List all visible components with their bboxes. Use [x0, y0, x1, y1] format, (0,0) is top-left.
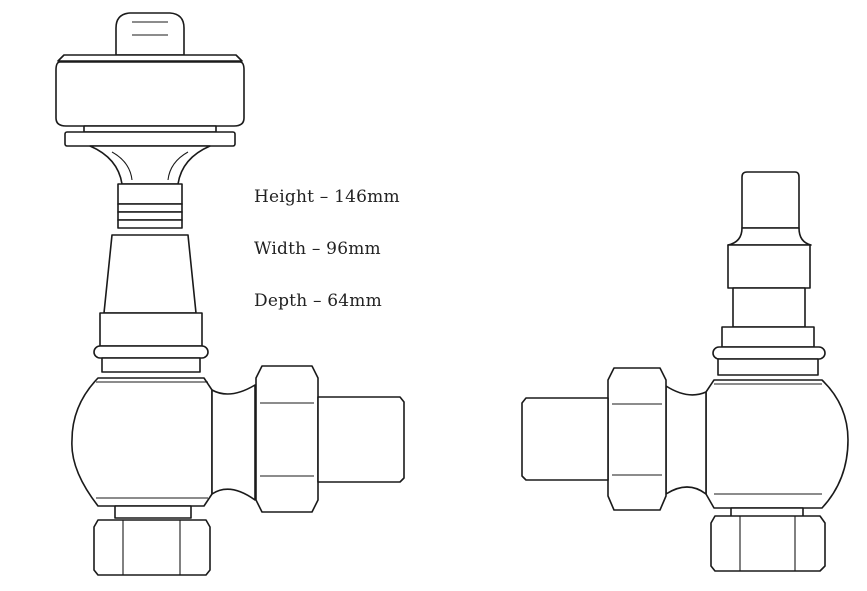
right-valve: [521, 171, 849, 572]
tail-pipe: [317, 396, 405, 483]
left-valve: [55, 12, 405, 576]
dimension-height: Height – 146mm: [254, 187, 400, 207]
bonnet: [103, 234, 197, 314]
wheel-head: [55, 61, 245, 127]
spindle: [741, 171, 800, 229]
head-flange: [64, 131, 236, 147]
dimensions-list: Height – 146mm Width – 96mm Depth – 64mm: [254, 186, 400, 342]
dimension-depth: Depth – 64mm: [254, 291, 382, 311]
dimension-width: Width – 96mm: [254, 239, 381, 259]
valve-body: [71, 377, 213, 507]
wheel-head-knob: [115, 12, 185, 56]
bottom-nut: [93, 519, 211, 576]
union-nut: [255, 365, 319, 513]
